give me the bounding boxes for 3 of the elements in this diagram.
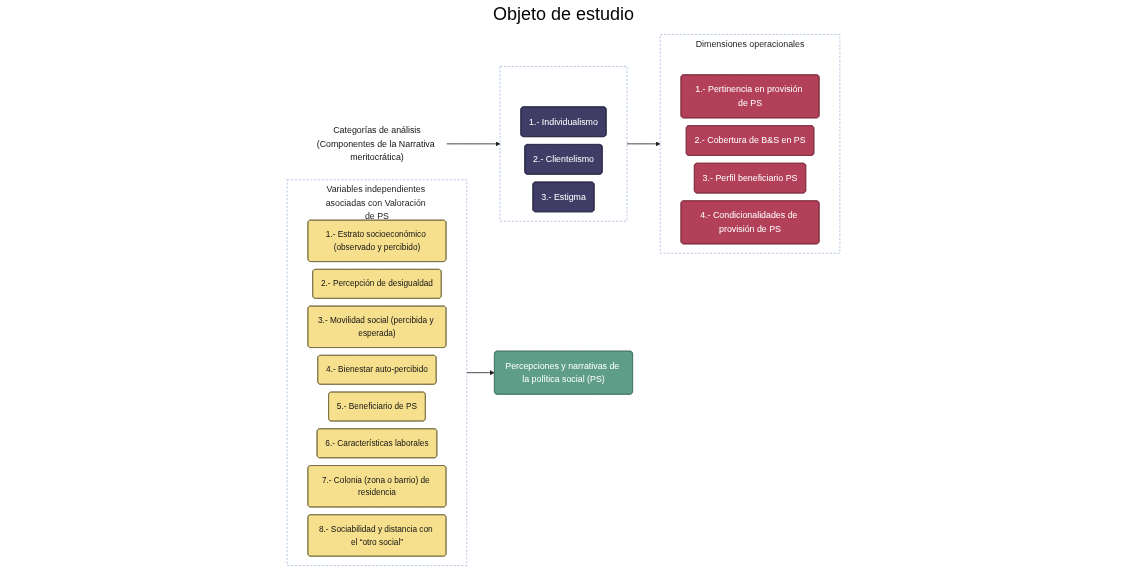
heading-label: Objeto de estudio	[492, 4, 635, 25]
cluster	[499, 66, 628, 222]
node-text: Categorías de análisis (Componentes de la Narrativa meritocrática)	[316, 125, 435, 162]
